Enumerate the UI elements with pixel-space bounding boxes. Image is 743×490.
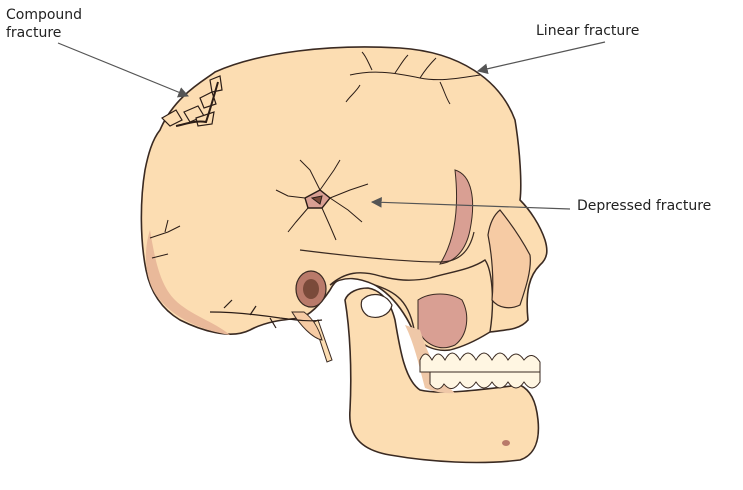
depressed-fracture [275, 159, 369, 241]
depressed-fracture-arrow [370, 196, 571, 210]
occipital-cracks [149, 219, 181, 259]
temporal-line [299, 231, 475, 263]
linear-fracture-label: Linear fracture [536, 23, 640, 39]
mental-foramen [502, 440, 510, 446]
compound-fracture-label-line1: Compound [6, 7, 83, 23]
compound-fracture-fragments [161, 75, 223, 127]
mandible-notch [360, 294, 393, 318]
mastoid [291, 311, 323, 341]
base-crack [209, 299, 323, 329]
upper-teeth [419, 352, 541, 373]
orbit-shadow [439, 169, 474, 265]
occipital-shadow [145, 230, 230, 335]
nasal-area [487, 209, 531, 309]
compound-fracture-arrow [57, 42, 190, 98]
teeth [419, 352, 541, 390]
lower-teeth [429, 371, 541, 390]
compound-fracture-label: Compound fracture [6, 6, 82, 42]
compound-fracture-label-line2: fracture [6, 25, 62, 41]
linear-fracture-cracks [345, 51, 481, 105]
ear-region [291, 270, 333, 363]
maxilla-shadow [417, 293, 468, 349]
linear-fracture-arrow [476, 41, 606, 75]
depressed-fracture-label: Depressed fracture [577, 198, 712, 214]
